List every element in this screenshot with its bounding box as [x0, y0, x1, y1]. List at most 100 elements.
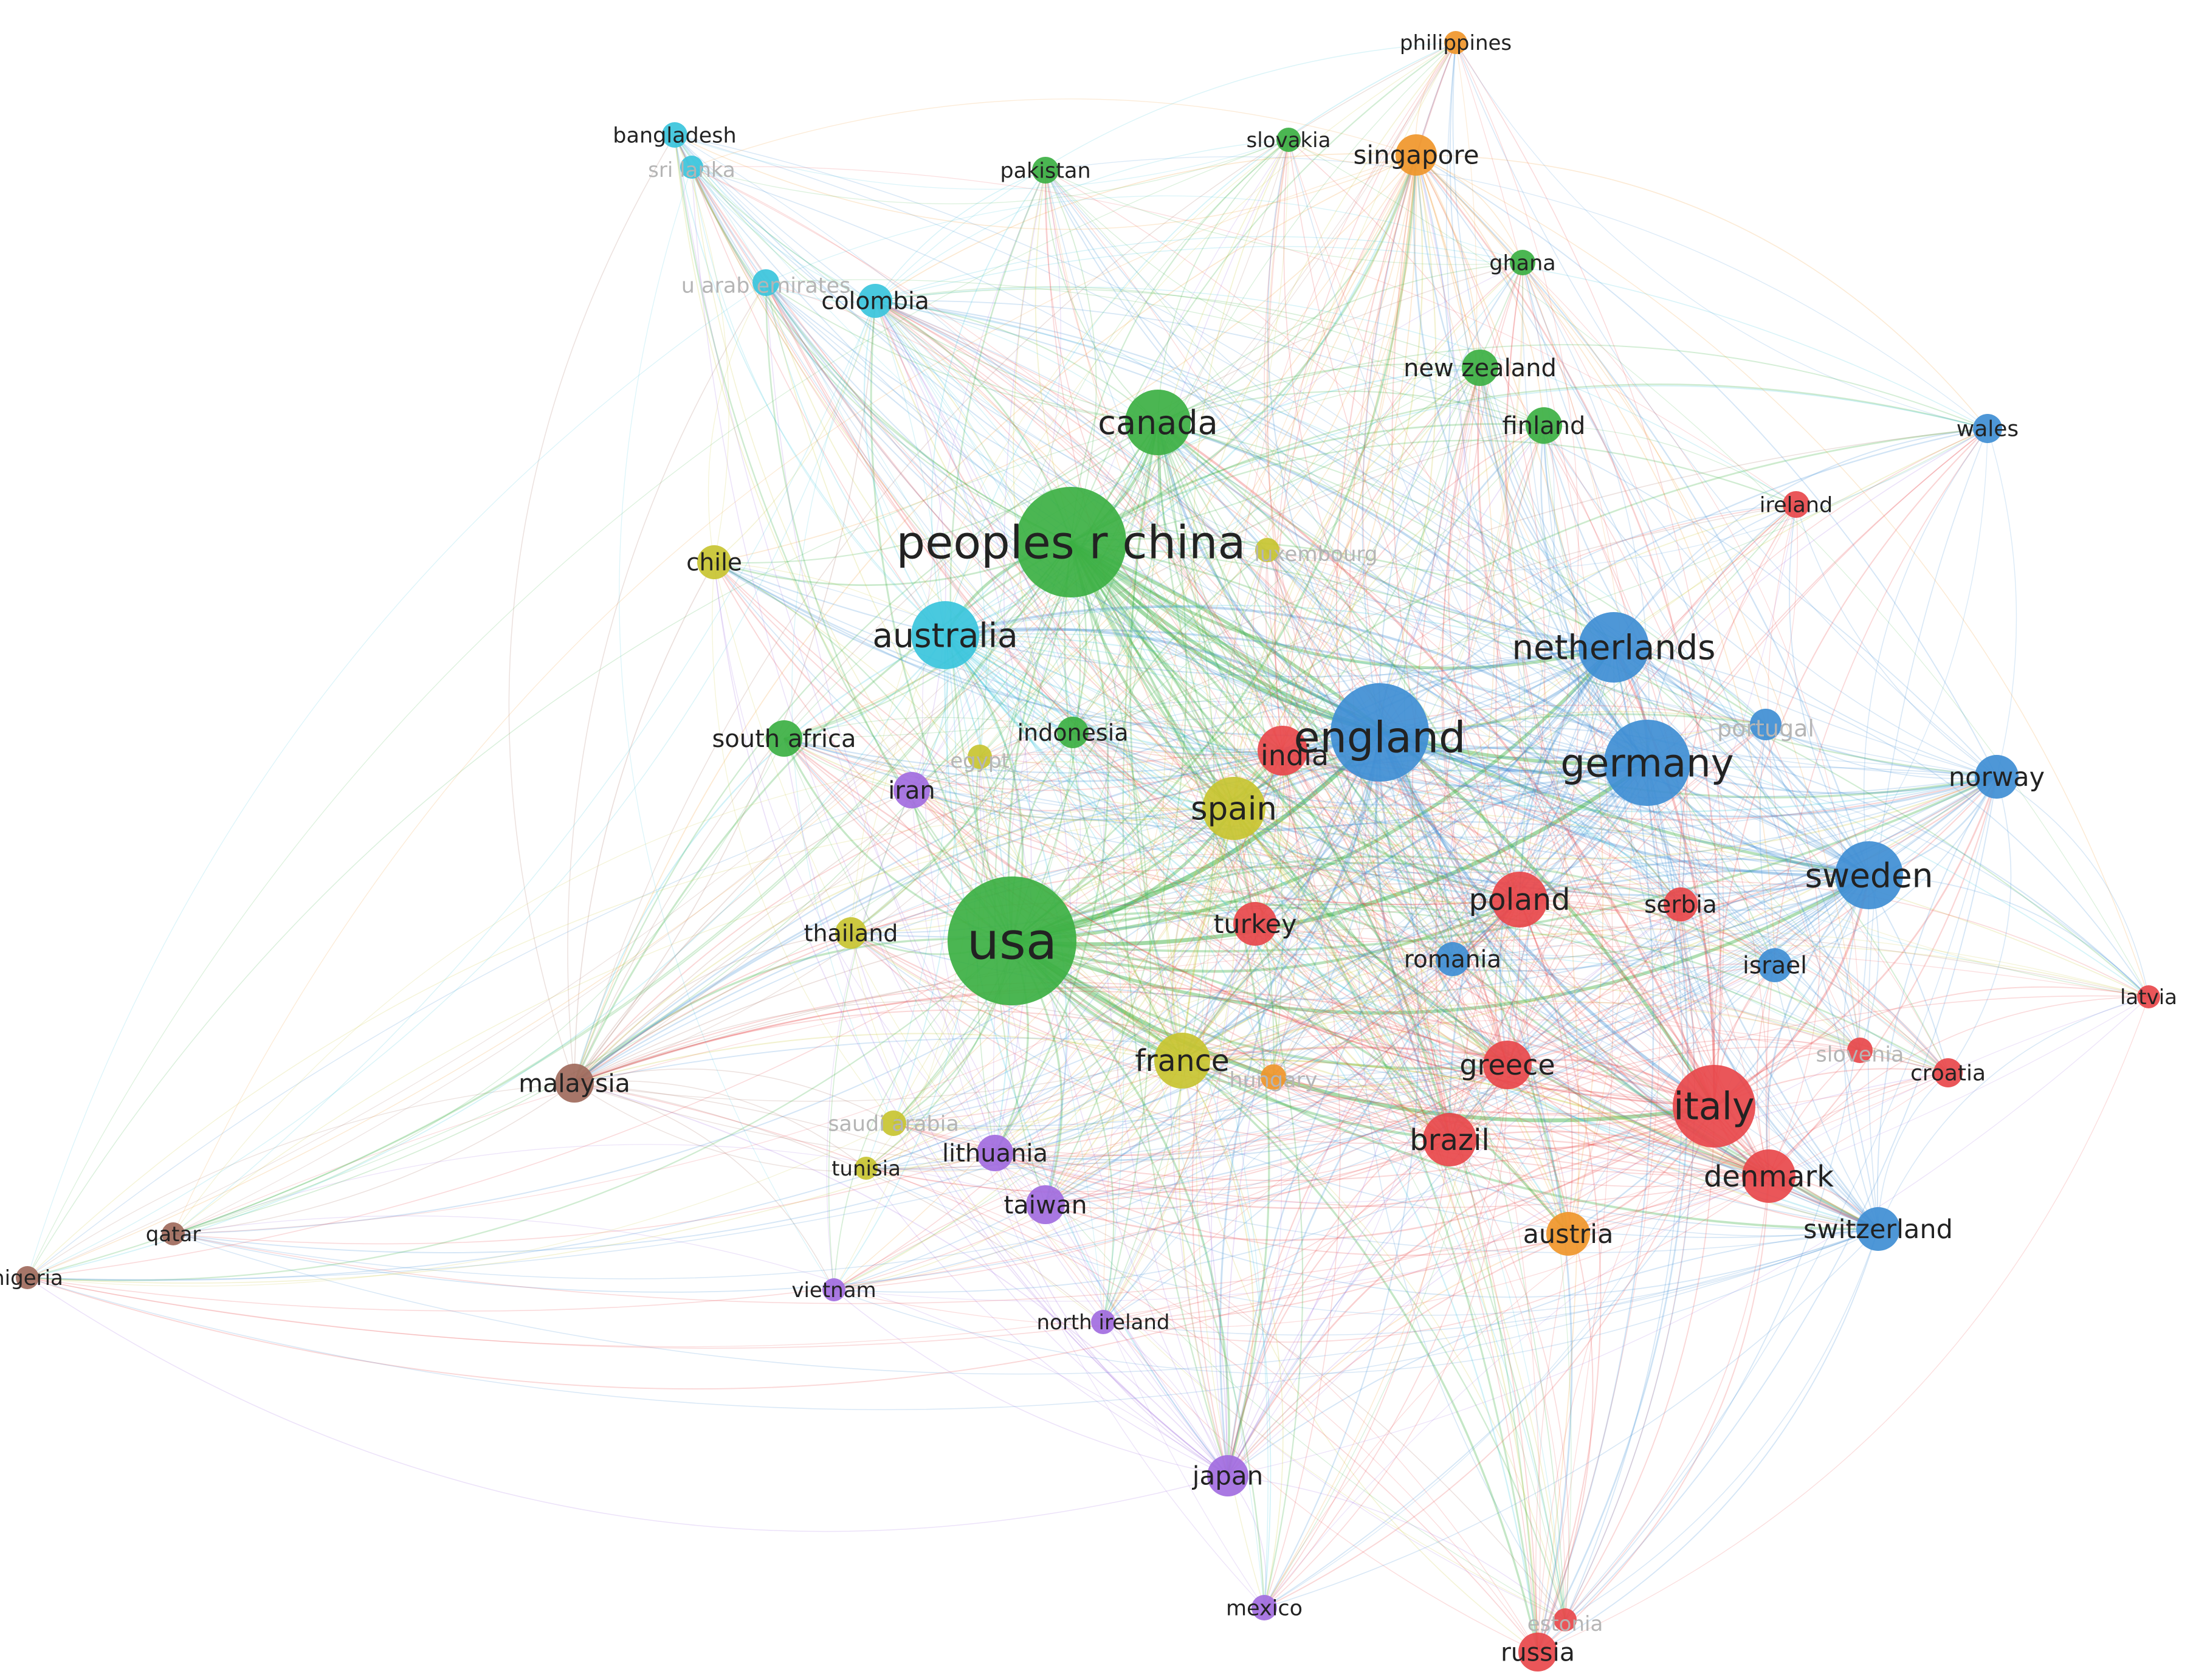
- node-peoples-r-china[interactable]: [1016, 487, 1126, 597]
- node-lithuania[interactable]: [977, 1135, 1013, 1171]
- node-russia[interactable]: [1518, 1633, 1557, 1671]
- node-nigeria[interactable]: [16, 1266, 39, 1289]
- node-vietnam[interactable]: [822, 1278, 845, 1301]
- node-england[interactable]: [1331, 683, 1429, 782]
- node-north-ireland[interactable]: [1091, 1310, 1115, 1334]
- edge-australia-denmark: [944, 635, 1769, 1177]
- edge-sri-lanka-italy: [691, 167, 1715, 1107]
- node-france[interactable]: [1154, 1033, 1210, 1089]
- node-italy[interactable]: [1673, 1065, 1755, 1148]
- edge-russia-canada: [1157, 422, 1539, 1653]
- edge-austria-spain: [1233, 808, 1569, 1234]
- edge-estonia-colombia: [875, 300, 1566, 1620]
- node-slovenia[interactable]: [1847, 1038, 1873, 1063]
- node-serbia[interactable]: [1664, 887, 1698, 921]
- node-spain[interactable]: [1202, 777, 1265, 840]
- node-saudi-arabia[interactable]: [881, 1110, 906, 1136]
- node-uae[interactable]: [752, 269, 779, 296]
- node-denmark[interactable]: [1742, 1149, 1795, 1203]
- edge-peoples-r-china-taiwan: [994, 542, 1072, 1205]
- edge-indonesia-finland: [1072, 425, 1544, 733]
- edge-ghana-england: [1379, 262, 1523, 733]
- node-wales[interactable]: [1973, 414, 2002, 443]
- node-qatar[interactable]: [162, 1222, 185, 1245]
- node-philippines[interactable]: [1444, 31, 1467, 54]
- edge-uae-spain: [765, 282, 1234, 809]
- edge-uae-germany: [765, 282, 1648, 764]
- edge-croatia-norway: [1947, 776, 2012, 1073]
- edge-slovenia-england: [1379, 731, 1861, 1051]
- node-mexico[interactable]: [1251, 1595, 1277, 1620]
- node-pakistan[interactable]: [1032, 157, 1059, 184]
- node-india[interactable]: [1258, 726, 1307, 776]
- edge-austria-peoples-r-china: [1070, 541, 1569, 1234]
- node-estonia[interactable]: [1554, 1608, 1577, 1631]
- node-netherlands[interactable]: [1578, 612, 1649, 683]
- edge-vietnam-sweden: [833, 875, 1870, 1293]
- edge-mexico-usa: [1011, 940, 1265, 1608]
- node-new-zealand[interactable]: [1462, 349, 1498, 386]
- edge-uae-malaysia: [567, 282, 766, 1084]
- node-australia[interactable]: [911, 601, 979, 669]
- edge-hungary-norway: [1273, 776, 1997, 1078]
- node-poland[interactable]: [1492, 872, 1547, 928]
- node-canada[interactable]: [1125, 390, 1191, 455]
- node-switzerland[interactable]: [1856, 1207, 1900, 1251]
- edge-sri-lanka-japan: [691, 167, 1228, 1476]
- edge-spain-france: [1171, 808, 1235, 1061]
- edge-ireland-india: [1282, 504, 1797, 751]
- node-hungary[interactable]: [1261, 1064, 1286, 1090]
- node-colombia[interactable]: [858, 284, 892, 318]
- edge-canada-norway: [1157, 422, 1997, 778]
- node-norway[interactable]: [1975, 755, 2019, 799]
- edge-estonia-canada: [1157, 422, 1566, 1620]
- node-germany[interactable]: [1604, 720, 1690, 806]
- node-sweden[interactable]: [1835, 841, 1903, 909]
- node-sri-lanka[interactable]: [680, 156, 703, 179]
- node-ghana[interactable]: [1510, 250, 1535, 275]
- edge-denmark-malaysia: [574, 990, 1769, 1177]
- node-indonesia[interactable]: [1057, 717, 1089, 748]
- edge-hungary-denmark: [1273, 1076, 1769, 1187]
- node-taiwan[interactable]: [1026, 1185, 1065, 1224]
- node-slovakia[interactable]: [1276, 128, 1301, 152]
- node-singapore[interactable]: [1396, 134, 1437, 176]
- node-usa[interactable]: [948, 876, 1076, 1005]
- node-latvia[interactable]: [2137, 985, 2160, 1008]
- edge-usa-greece: [1011, 940, 1508, 1070]
- edge-russia-philippines: [1455, 42, 1614, 1653]
- edge-finland-colombia: [875, 286, 1544, 426]
- node-romania[interactable]: [1436, 942, 1470, 976]
- node-malaysia[interactable]: [555, 1064, 594, 1103]
- label-nigeria: nigeria: [0, 1266, 63, 1290]
- edge-finland-france: [1182, 425, 1544, 1061]
- node-japan[interactable]: [1207, 1455, 1248, 1496]
- edge-france-malaysia: [574, 1033, 1183, 1084]
- node-tunisia[interactable]: [855, 1157, 878, 1180]
- edge-bangladesh-greece: [674, 134, 1508, 1065]
- edge-tunisia-hungary: [866, 1076, 1274, 1172]
- node-south-africa[interactable]: [766, 720, 802, 757]
- node-chile[interactable]: [697, 545, 731, 579]
- node-bangladesh[interactable]: [662, 122, 687, 148]
- node-ireland[interactable]: [1783, 491, 1809, 518]
- node-iran[interactable]: [893, 772, 930, 808]
- node-israel[interactable]: [1758, 948, 1792, 982]
- node-egypt[interactable]: [968, 745, 992, 769]
- edge-turkey-portugal: [1255, 724, 1766, 924]
- edge-greece-indonesia: [1072, 732, 1508, 1065]
- node-turkey[interactable]: [1233, 902, 1277, 946]
- edge-malaysia-romania: [574, 959, 1453, 1102]
- node-croatia[interactable]: [1933, 1058, 1963, 1087]
- node-luxembourg[interactable]: [1255, 538, 1279, 562]
- node-greece[interactable]: [1483, 1041, 1532, 1089]
- edge-nigeria-italy: [27, 1106, 1715, 1390]
- edge-russia-ghana: [1522, 262, 1662, 1653]
- edge-canada-denmark: [1157, 422, 1769, 1177]
- node-austria[interactable]: [1546, 1212, 1590, 1256]
- node-finland[interactable]: [1526, 407, 1562, 444]
- node-brazil[interactable]: [1423, 1113, 1476, 1166]
- node-thailand[interactable]: [835, 917, 867, 949]
- node-portugal[interactable]: [1750, 709, 1782, 740]
- edge-uae-australia: [765, 282, 946, 636]
